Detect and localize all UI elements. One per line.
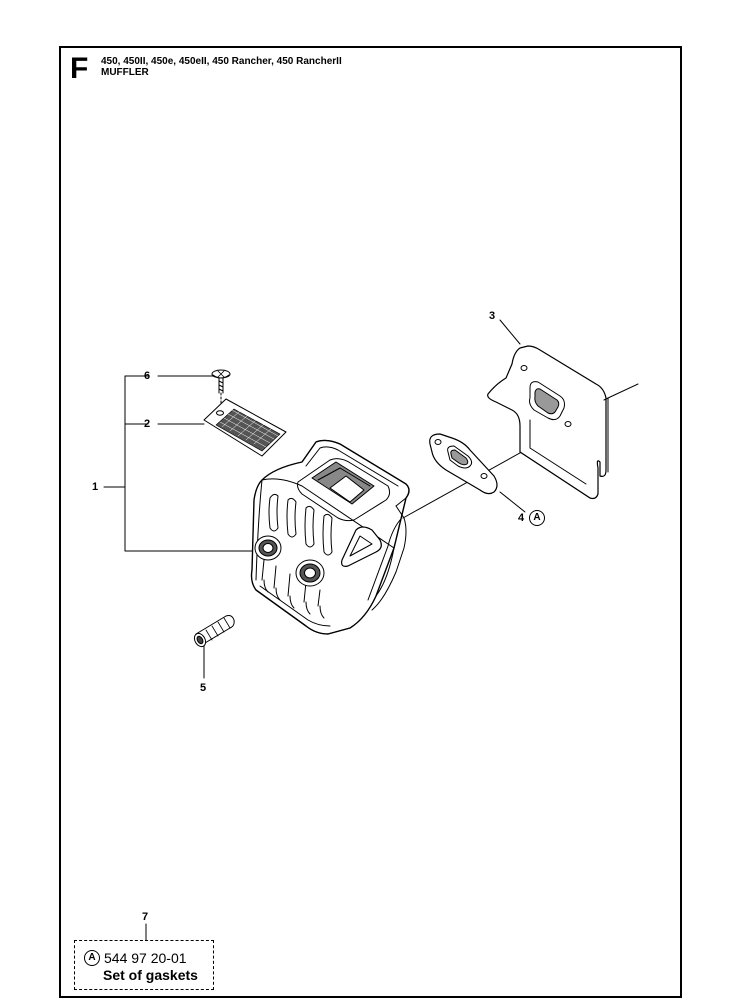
model-list: 450, 450II, 450e, 450eII, 450 Rancher, 4… [101, 56, 342, 67]
gasket-set-box [74, 940, 214, 990]
callout-7: 7 [142, 911, 149, 923]
diagram-title: MUFFLER [101, 67, 149, 78]
label-part-2 [203, 398, 287, 457]
leader-line-4 [499, 491, 526, 513]
callout-1: 1 [92, 481, 99, 493]
kit-name: Set of gaskets [103, 967, 198, 983]
gasket-part-4 [429, 433, 498, 495]
bracket-part-3 [487, 345, 609, 500]
kit-marker-circle-legend: A [84, 950, 100, 966]
bolt-part-5 [193, 615, 235, 648]
leader-line-3 [499, 319, 521, 345]
section-letter: F [70, 52, 89, 85]
callout-3: 3 [489, 310, 496, 322]
callout-2: 2 [144, 418, 151, 430]
leader-bracket-1 [103, 375, 253, 552]
callout-6: 6 [144, 370, 151, 382]
kit-marker-circle: A [529, 510, 545, 526]
cylinder-axis-line [607, 383, 639, 399]
callout-4: 4 [518, 512, 525, 524]
screw-part-6 [211, 369, 231, 394]
muffler-part-1 [250, 439, 410, 635]
callout-5: 5 [200, 682, 207, 694]
kit-part-number: 544 97 20-01 [104, 950, 187, 966]
page-frame [59, 46, 682, 998]
